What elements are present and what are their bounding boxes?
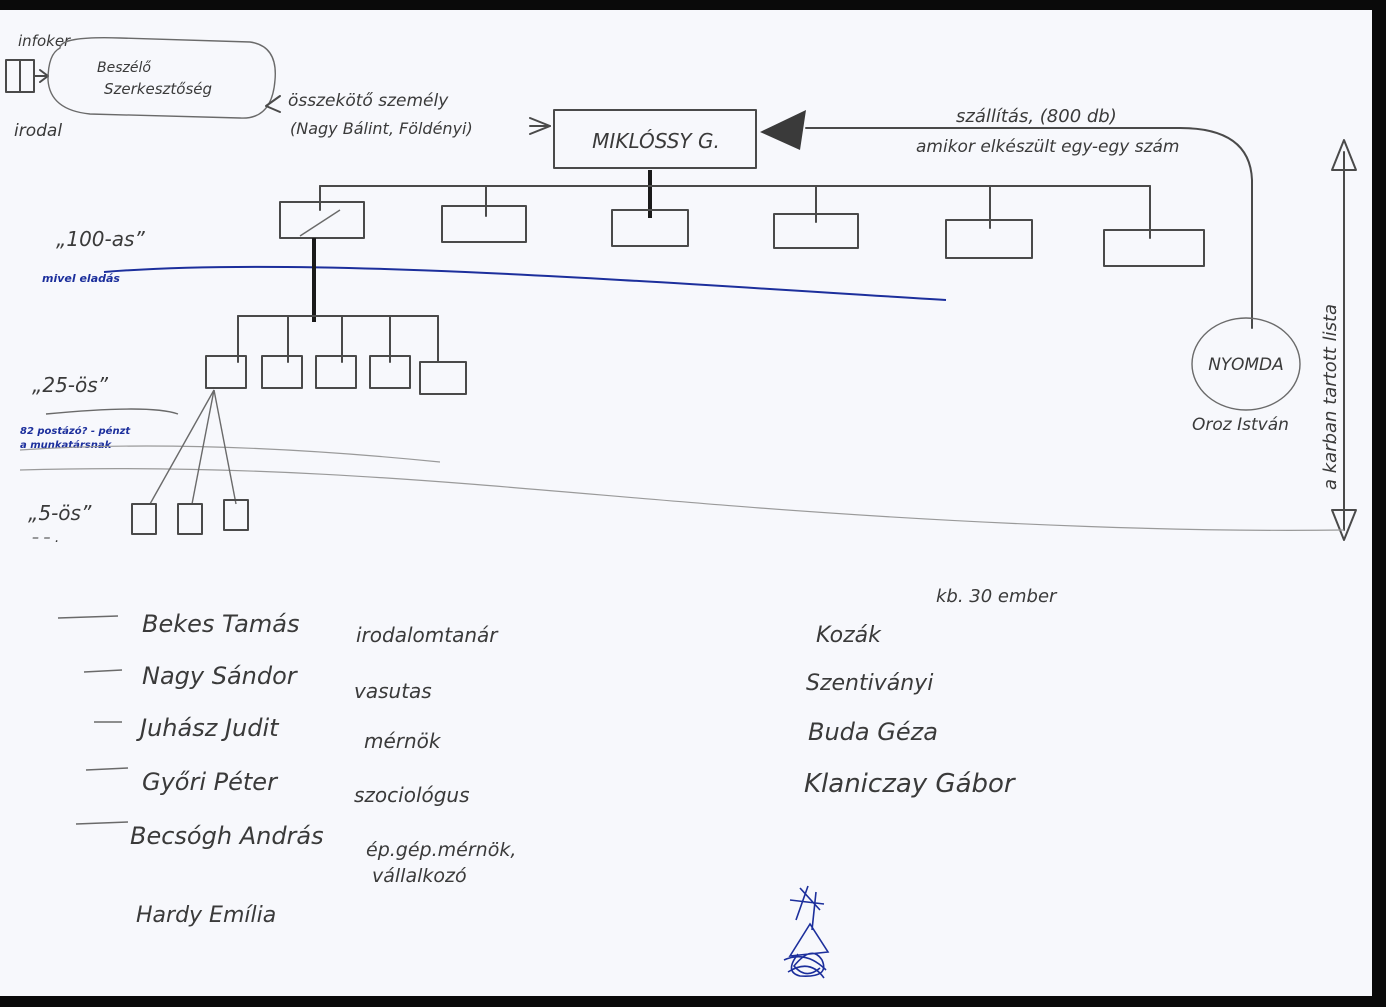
blue-divider-line [103,265,947,301]
right-person-4: Klaniczay Gábor [804,769,1017,799]
tier-5-label: „5-ös” [28,501,92,525]
printer-label: NYOMDA [1208,355,1284,375]
right-person-3: Buda Géza [808,718,938,746]
connector-label-line1: összekötő személy [288,91,449,111]
people-right-list: kb. 30 ember Kozák Szentiványi Buda Géza… [804,586,1058,799]
tier-25-label: „25-ös” [32,373,109,397]
tier-25-note-line1: 82 postázó? - pénzt [20,425,131,437]
center-box-label: MIKLÓSSY G. [592,129,720,153]
person-6-role: vállalkozó [372,865,467,887]
shipping-route [1179,127,1253,329]
faint-curve-1 [19,445,441,463]
bubble-line2: Szerkesztőség [104,80,212,98]
diagram-canvas: infoker irodal Beszélő Szerkesztőség öss… [5,32,1357,979]
connector-label-line2: (Nagy Bálint, Földényi) [290,119,473,138]
people-left-list: Bekes Tamás irodalomtanár Nagy Sándor va… [57,610,516,928]
tier-100-note: mivel eladás [42,272,120,285]
person-2-name: Nagy Sándor [142,662,299,690]
irodal-label: irodal [14,121,62,141]
shipping-label-line1: szállítás, (800 db) [956,106,1117,127]
paper-sheet: infoker irodal Beszélő Szerkesztőség öss… [0,10,1372,996]
printer-person-label: Oroz István [1192,415,1289,435]
tier-25-note-line2: a munkatársnak [20,439,113,451]
blue-scribble-doodle [783,885,830,979]
faint-curve-2 [19,468,1345,531]
bubble-line1: Beszélő [97,60,151,76]
inbox-outbox-box [5,59,49,93]
person-2-role: vasutas [354,679,432,703]
tier-100-label: „100-as” [56,227,145,251]
person-3-role: mérnök [364,729,442,753]
list-label: a karban tartott lista [1320,304,1341,490]
infoker-label: infoker [18,32,71,50]
right-person-2: Szentiványi [806,671,933,696]
person-7-name: Hardy Emília [136,903,276,928]
person-5-role: ép.gép.mérnök, [366,839,516,861]
person-1-role: irodalomtanár [356,623,499,647]
tier-5-mark: – – . [32,530,59,546]
right-person-1: Kozák [816,623,882,648]
shipping-label-line2: amikor elkészült egy-egy szám [916,137,1179,157]
person-4-role: szociológus [354,783,470,807]
tier-25-tree [205,238,467,395]
person-5-name: Becsógh András [130,822,324,850]
people-right-header: kb. 30 ember [936,586,1058,607]
editorial-bubble [47,37,276,119]
printer-circle [1191,317,1301,411]
center-box [553,109,757,169]
list-double-arrow [1331,139,1357,541]
person-1-name: Bekes Tamás [142,610,299,638]
shipping-arrowhead [760,110,806,150]
faint-underline [45,408,179,415]
person-4-name: Győri Péter [142,768,279,796]
tier-5-tree [131,389,249,535]
tier-100-tree [279,170,1205,267]
person-3-name: Juhász Judit [136,714,280,742]
